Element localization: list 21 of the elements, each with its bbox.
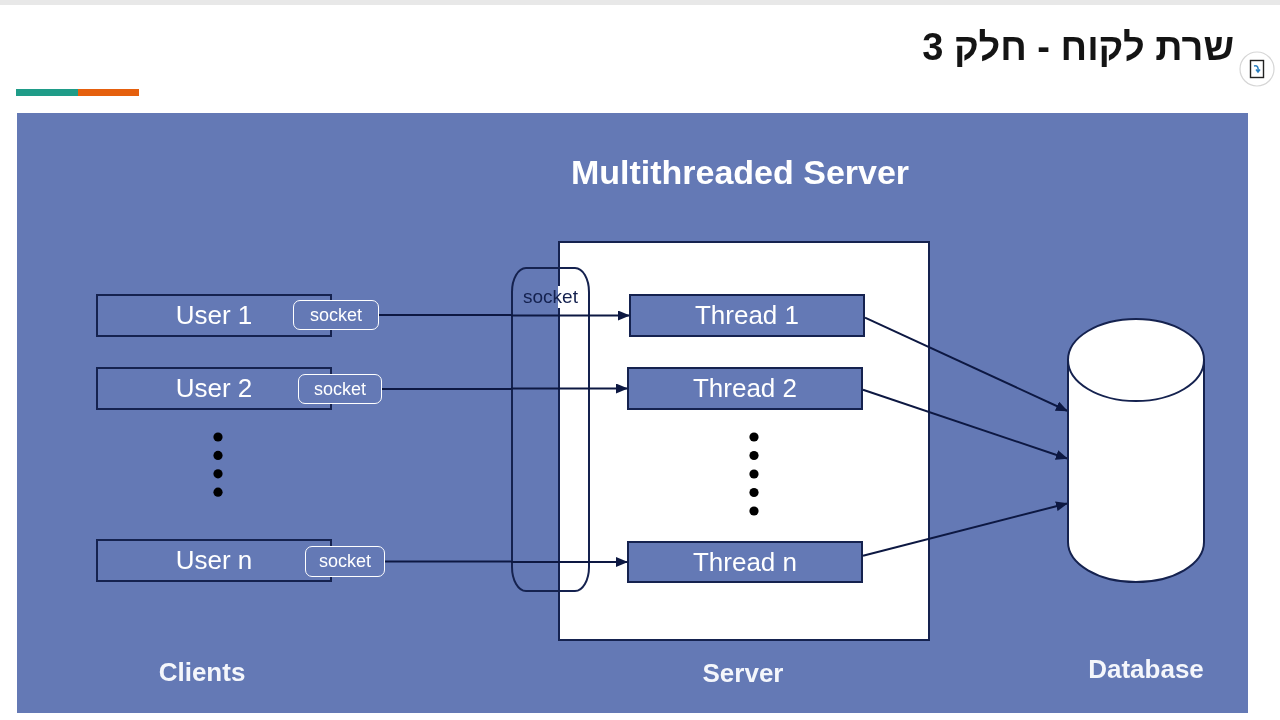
connector-line <box>384 560 512 563</box>
arrow <box>864 316 1068 412</box>
arrow <box>510 383 628 394</box>
socket-tag: socket <box>305 546 385 577</box>
socket-tag: socket <box>298 374 382 404</box>
connector-line <box>378 314 512 316</box>
arrow <box>510 557 628 567</box>
connector-line <box>381 388 512 390</box>
arrow <box>510 310 630 321</box>
caption-label: Database <box>1088 654 1204 684</box>
caption-label: Server <box>702 658 784 688</box>
thread-box: Thread 2 <box>627 367 863 410</box>
socket-tag: socket <box>293 300 379 330</box>
slide-title: שרת לקוח - חלק 3 <box>922 25 1234 70</box>
database-cylinder <box>1067 318 1205 583</box>
thread-box: Thread 1 <box>629 294 865 337</box>
diagram-heading: Multithreaded Server <box>570 152 910 192</box>
column-label: Clients <box>158 657 246 687</box>
thread-box: Thread n <box>627 541 863 583</box>
arrow <box>862 388 1068 460</box>
arrow <box>862 501 1068 557</box>
